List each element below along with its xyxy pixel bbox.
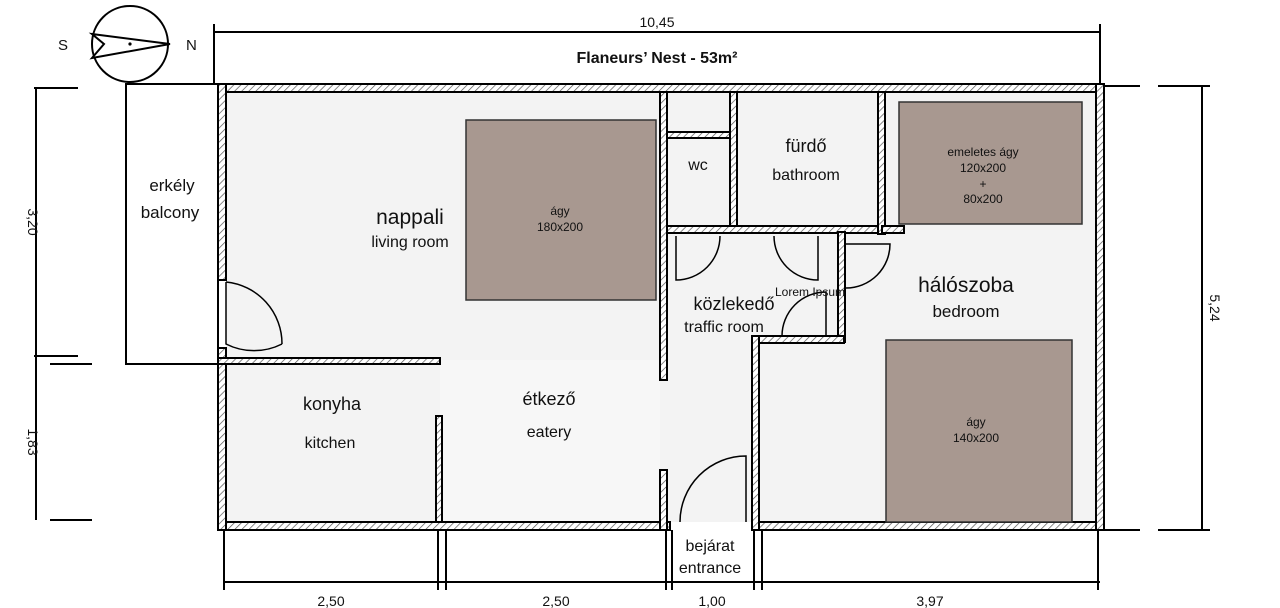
wall-corridor-bottom [751, 335, 845, 344]
door-bath [773, 235, 819, 281]
door-bedroom [845, 243, 891, 289]
door-entrance [679, 455, 747, 523]
traffic-label-en: traffic room [684, 319, 764, 336]
wall-wc-bath [729, 91, 738, 233]
wall-kitchen-right [435, 415, 443, 523]
wall-right [1095, 83, 1105, 531]
dim-bottom-2: 2,50 [542, 593, 569, 608]
dim-bottom-3: 1,00 [698, 593, 725, 608]
bedroom-bed-name: ágy [966, 415, 985, 429]
wall-entrance-left [659, 469, 668, 531]
bedroom-label-en: bedroom [932, 302, 999, 321]
wall-bedroom-top [881, 225, 905, 234]
wall-top [217, 83, 1103, 93]
compass-north: N [186, 37, 197, 54]
eatery-floor [440, 360, 660, 522]
bunk-bed-plus: + [979, 177, 986, 191]
compass-south: S [58, 37, 68, 54]
bedroom-bed [885, 339, 1073, 523]
wall-bottom-left [217, 521, 671, 531]
wc-label: wc [687, 157, 708, 174]
door-wc [675, 235, 721, 281]
eatery-label-en: eatery [527, 424, 571, 441]
bathroom-label-en: bathroom [772, 167, 840, 184]
bunk-bed-size1: 120x200 [960, 161, 1006, 175]
bunk-bed-name: emeletes ágy [947, 145, 1018, 159]
lorem-label: Lorem Ipsum [775, 285, 845, 299]
dim-left-upper: 3,20 [25, 208, 41, 235]
wall-wc-bottom [666, 225, 883, 234]
living-bed-name: ágy [550, 204, 569, 218]
living-bed-size: 180x200 [537, 220, 583, 234]
dim-bottom-4: 3,97 [916, 593, 943, 608]
balcony-label-en: balcony [141, 203, 200, 222]
bunk-bed [898, 101, 1083, 225]
dim-top: 10,45 [639, 14, 674, 30]
bedroom-label-hu: hálószoba [918, 274, 1014, 297]
dim-left-lower: 1,83 [25, 428, 41, 455]
wall-kitchen-top [217, 357, 441, 365]
balcony-label-hu: erkély [149, 176, 195, 195]
wall-living-core [659, 91, 668, 381]
living-label-hu: nappali [376, 206, 444, 229]
dim-bottom-1: 2,50 [317, 593, 344, 608]
entrance-label-hu: bejárat [686, 538, 735, 555]
plan-title: Flaneurs’ Nest - 53m² [577, 50, 738, 67]
wall-bath-right [877, 91, 886, 235]
bedroom-bed-size: 140x200 [953, 431, 999, 445]
balcony-outline [125, 83, 219, 365]
door-balcony [225, 282, 283, 352]
compass [88, 5, 171, 83]
bathroom-label-hu: fürdő [785, 136, 826, 156]
kitchen-label-hu: konyha [303, 394, 362, 414]
door-balcony-arc [225, 281, 283, 345]
bunk-bed-size2: 80x200 [963, 192, 1003, 206]
wall-wc-top [666, 131, 732, 139]
dim-right: 5,24 [1207, 294, 1223, 321]
wall-left-lower [217, 347, 227, 531]
living-label-en: living room [371, 234, 448, 251]
door-corridor [781, 291, 827, 337]
kitchen-label-en: kitchen [305, 435, 356, 452]
eatery-label-hu: étkező [522, 389, 575, 409]
wall-left-upper [217, 83, 227, 281]
entrance-label-en: entrance [679, 560, 741, 577]
living-bed [465, 119, 657, 301]
traffic-label-hu: közlekedő [693, 294, 774, 314]
wall-bedroom-left [751, 335, 760, 531]
wall-bottom-right [751, 521, 1103, 531]
